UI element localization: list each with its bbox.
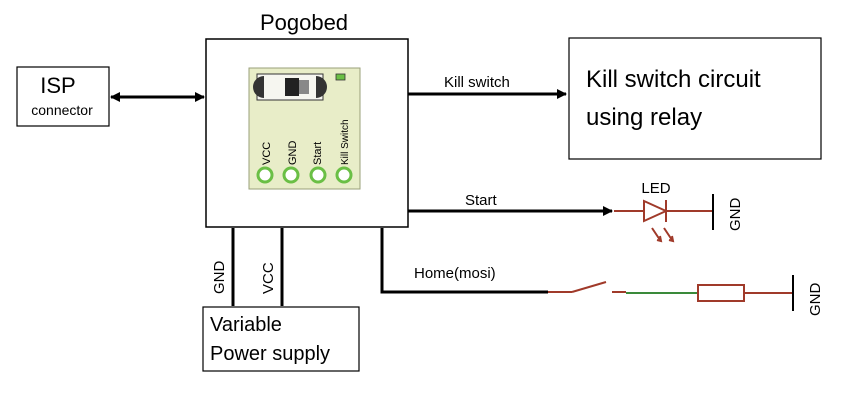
board-status-led — [335, 73, 346, 81]
kill-switch-circuit-box — [568, 37, 822, 160]
home-gnd-label: GND — [807, 283, 824, 317]
power-supply-line2: Power supply — [210, 343, 330, 365]
pad-kill-switch — [335, 166, 353, 184]
led-gnd-label: GND — [727, 198, 744, 232]
kill-switch-circuit-line1: Kill switch circuit — [586, 66, 761, 93]
pin-label-vcc: VCC — [261, 142, 273, 165]
home-wire — [380, 228, 548, 294]
led-label: LED — [641, 180, 670, 197]
board-connector — [253, 73, 327, 101]
kill-switch-circuit-line2: using relay — [586, 104, 702, 131]
led-symbol — [614, 199, 712, 243]
power-vcc-label: VCC — [260, 262, 277, 294]
isp-connector-box — [16, 66, 110, 127]
home-resistor-symbol — [697, 284, 793, 302]
home-switch-symbol — [548, 281, 626, 293]
isp-label: ISP — [40, 73, 75, 98]
power-supply-line1: Variable — [210, 314, 282, 336]
power-supply-box — [202, 306, 360, 372]
kill-switch-label: Kill switch — [444, 74, 510, 91]
pad-vcc — [256, 166, 274, 184]
pad-gnd — [282, 166, 300, 184]
pin-label-gnd: GND — [287, 141, 299, 166]
pogobed-title: Pogobed — [260, 10, 348, 35]
pin-label-kill-switch: Kill Switch — [340, 119, 351, 165]
home-label: Home(mosi) — [414, 265, 496, 282]
isp-connector-label: connector — [31, 102, 93, 118]
pin-label-start: Start — [312, 142, 324, 165]
power-gnd-label: GND — [211, 261, 228, 295]
pad-start — [309, 166, 327, 184]
start-label: Start — [465, 192, 498, 209]
